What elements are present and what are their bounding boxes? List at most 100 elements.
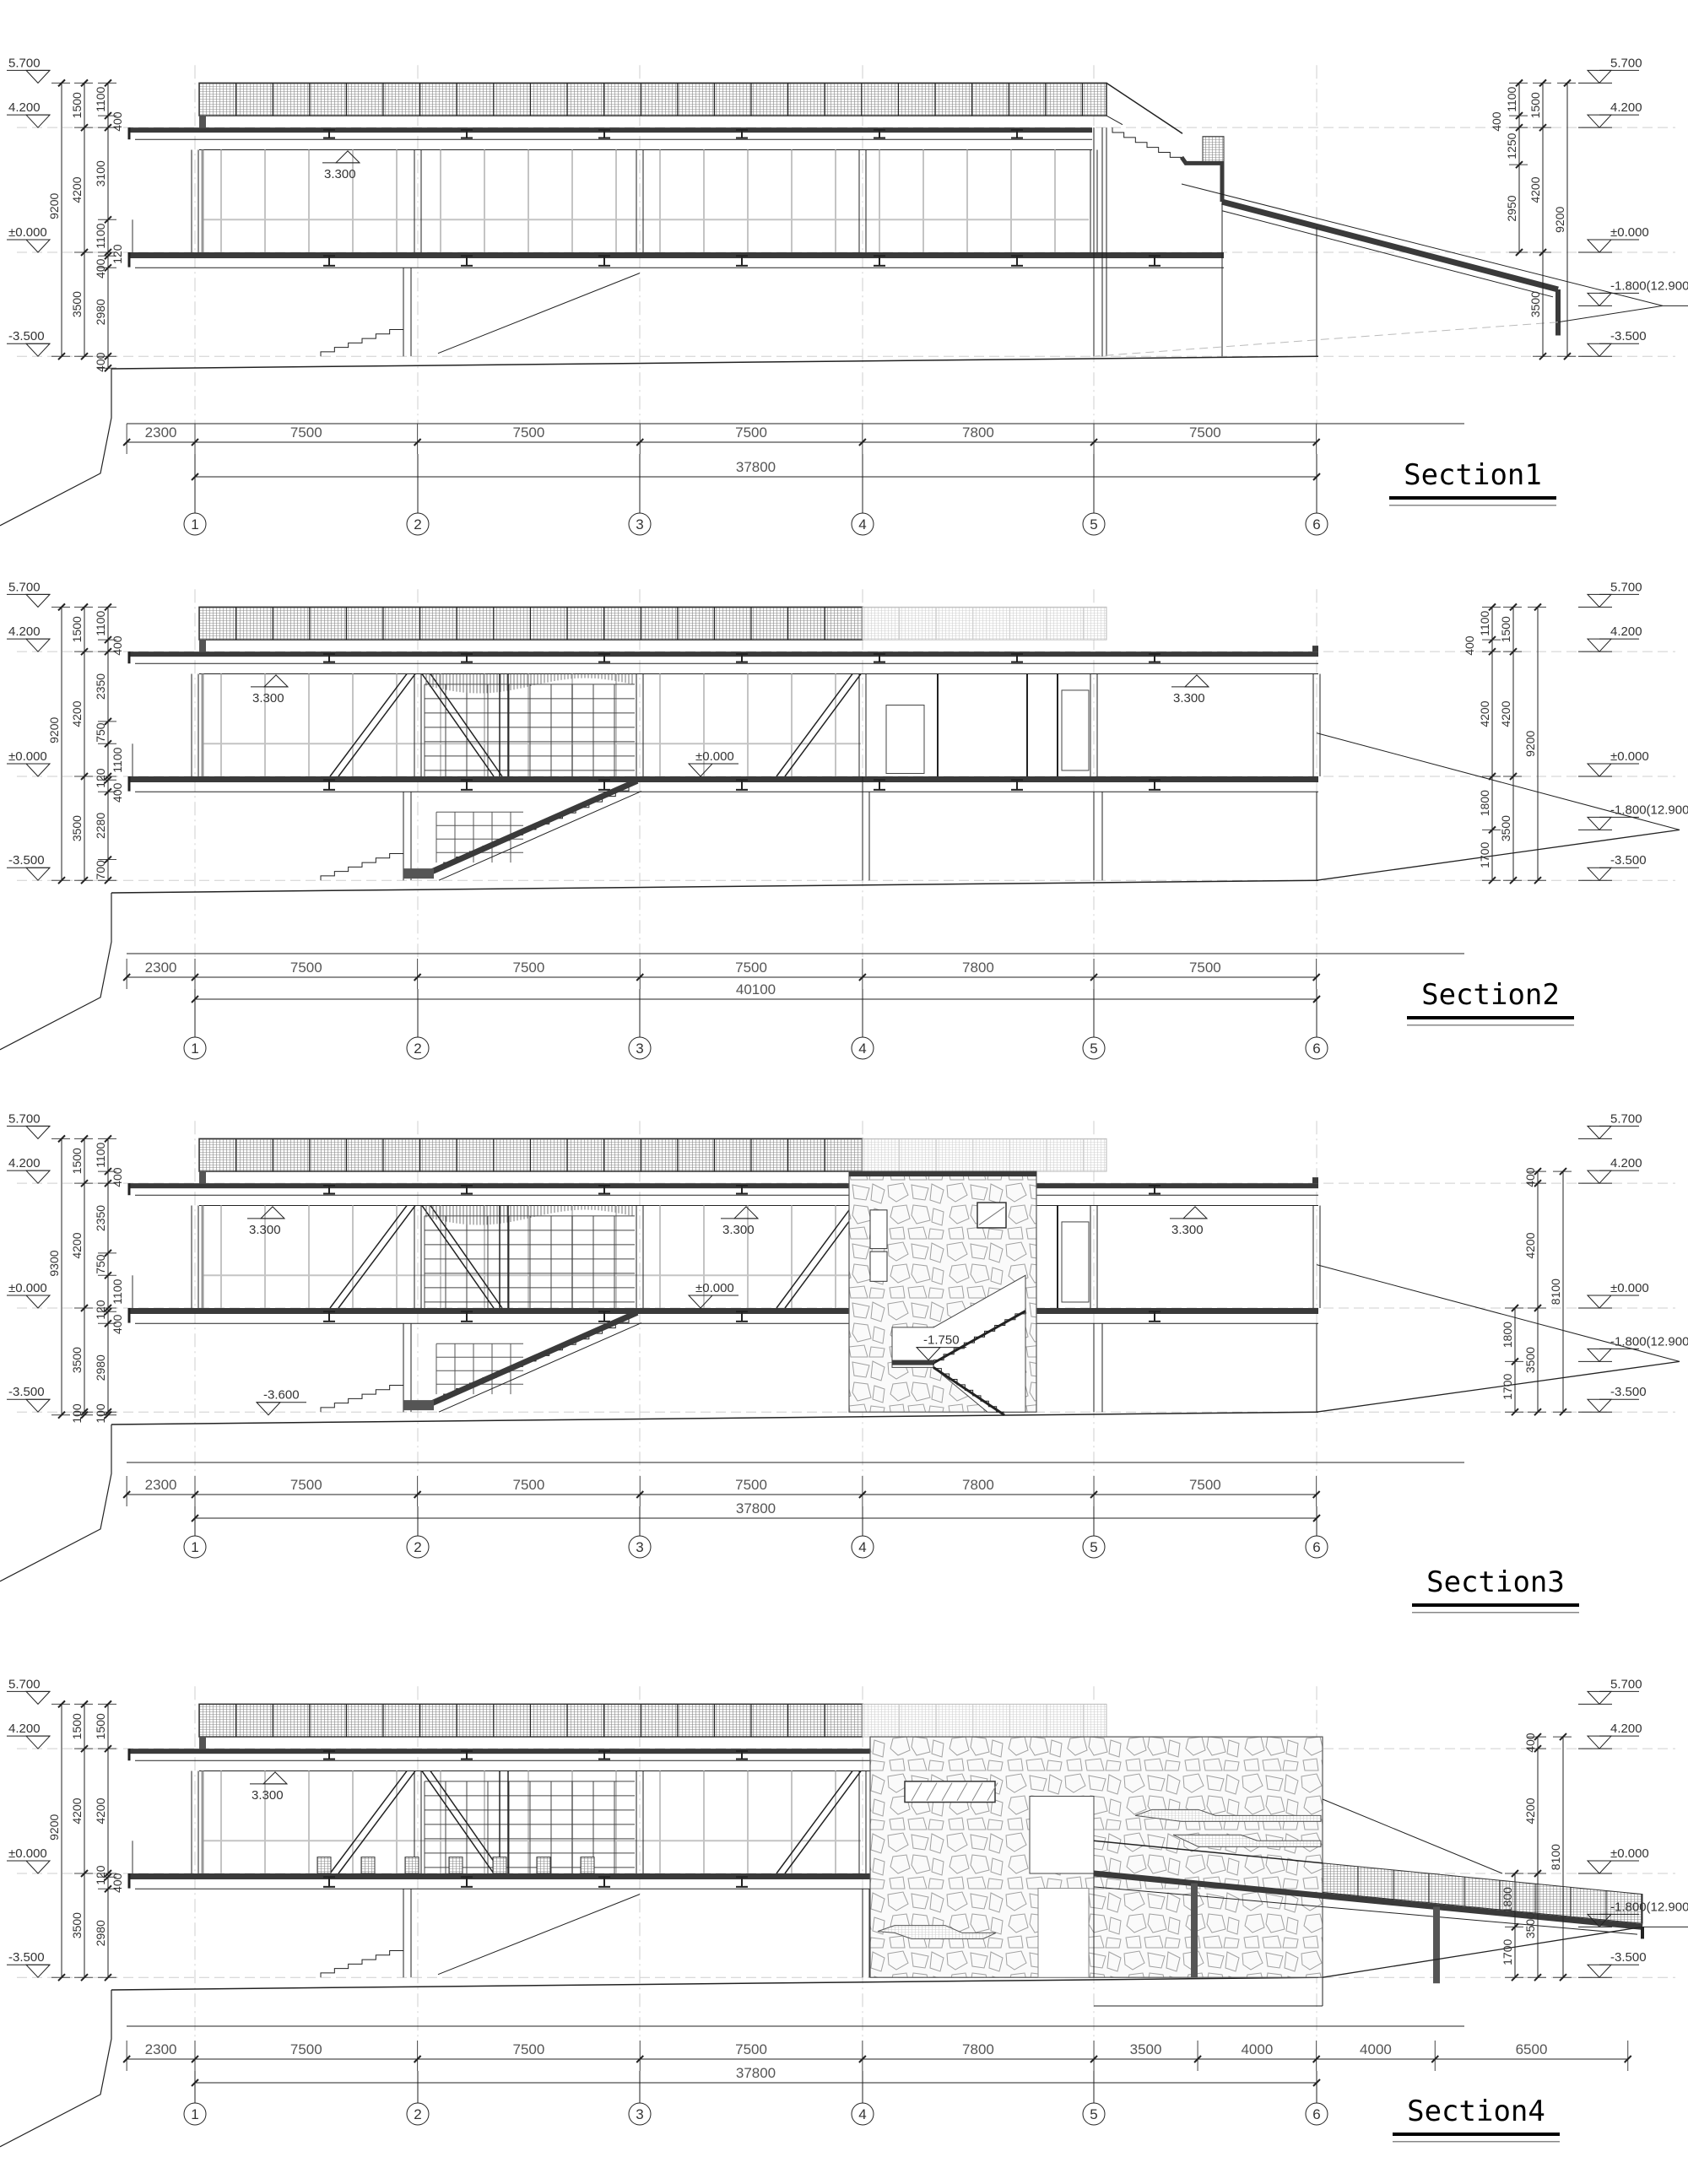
dimension-text: 1500 (70, 616, 84, 642)
dimension-text: 2980 (94, 1920, 107, 1946)
dimension-tick (858, 973, 867, 981)
stone-wall (869, 1736, 1323, 1978)
level-triangle-icon (24, 1860, 51, 1874)
dimension-text: 1500 (70, 1148, 84, 1174)
elevation-label: 5.700 (8, 580, 41, 594)
dimension-text: 4200 (1528, 176, 1542, 203)
level-triangle-icon (24, 867, 51, 881)
grid-axis-bubble: 1 (183, 454, 207, 536)
elevation-label: -3.500 (8, 329, 45, 343)
dimension-tick (104, 111, 112, 120)
i-beam (736, 1311, 748, 1322)
interior-level-label: 3.300 (324, 167, 356, 181)
display-stool (492, 1857, 507, 1874)
dimension-tick (1509, 603, 1518, 612)
dimension-text: 4200 (1499, 700, 1512, 727)
grid-axis-bubble: 5 (1082, 1506, 1106, 1559)
elevation-marker-left: -3.500 (7, 329, 51, 357)
i-beam (1149, 779, 1160, 791)
elevation-label: ±0.000 (1610, 749, 1649, 764)
dimension-text: 3500 (70, 1912, 84, 1938)
grid-axis-bubble: 4 (851, 454, 874, 536)
section-title-block: Section4 (1393, 2095, 1560, 2143)
dimension-tick (104, 364, 112, 372)
i-beam (598, 128, 610, 139)
elevation-marker-left: 4.200 (7, 100, 51, 128)
core-side-window (869, 1209, 888, 1250)
dimension-tick (80, 1134, 89, 1143)
dimension-text: 2980 (94, 299, 107, 325)
dimension-tick (80, 1700, 89, 1709)
i-beam (323, 652, 335, 663)
sight-line (437, 273, 641, 354)
i-beam (1149, 1311, 1160, 1322)
stair-underside (438, 1322, 642, 1413)
grid-axis-label: 3 (636, 1041, 643, 1057)
grid-axis-label: 2 (414, 516, 421, 532)
floor-slab (129, 1873, 1318, 1879)
dimension-tick (57, 1700, 66, 1709)
dimension-text: 400 (1490, 111, 1503, 132)
elevation-marker-left: ±0.000 (7, 749, 51, 777)
brace-edge (338, 673, 416, 777)
brace-edge (784, 673, 862, 777)
i-beam (323, 128, 335, 139)
grid-axis-label: 5 (1090, 516, 1097, 532)
grid-axis-label: 6 (1312, 2106, 1320, 2122)
dimension-tick (858, 1490, 867, 1499)
window-glass-hatch (987, 1782, 998, 1802)
elevation-marker-left: ±0.000 (7, 1281, 51, 1309)
dimension-tick (1509, 647, 1518, 656)
interior-stair (403, 778, 642, 881)
brace-edge (430, 1205, 503, 1309)
axis-circle-icon (1305, 1535, 1328, 1559)
grid-axis-bubble: 6 (1305, 989, 1328, 1060)
axis-circle-icon (1082, 512, 1106, 536)
title-underline-thin (1407, 1024, 1574, 1026)
dimension-tick (57, 352, 66, 360)
display-stool (580, 1857, 595, 1874)
i-beam (1011, 779, 1023, 791)
level-triangle-icon (1586, 1690, 1613, 1706)
elevation-marker-right: -3.500 (1578, 329, 1647, 357)
dimension-tick (104, 776, 112, 784)
roof-slab (129, 1183, 1318, 1189)
brace-edge (430, 673, 503, 777)
grid-axis-label: 4 (858, 2106, 866, 2122)
elevation-label: -3.500 (8, 853, 45, 868)
interior-level-label: ±0.000 (695, 1281, 734, 1295)
stone-walls (869, 1736, 1323, 1978)
level-triangle-icon (24, 638, 51, 652)
axis-circle-icon (183, 2102, 207, 2126)
dimension-tick (636, 1490, 644, 1499)
interior-level-label: 3.300 (1171, 1223, 1204, 1237)
dimension-text: 100 (94, 1403, 107, 1424)
dimension-tick (1488, 647, 1496, 656)
dimension-text: 7500 (1189, 1477, 1221, 1493)
dimension-tick (57, 603, 66, 612)
dimension-text: 1100 (1505, 86, 1518, 111)
curtain-hatch (425, 673, 633, 694)
elevation-label: -3.500 (1610, 853, 1647, 868)
dimension-tick (1624, 2055, 1632, 2063)
dimension-text: 400 (111, 1314, 124, 1334)
grid-axis-label: 2 (414, 1539, 421, 1555)
dimension-tick (104, 1304, 112, 1312)
interior-level-marker: ±0.000 (687, 749, 738, 777)
elevation-label: -3.500 (1610, 329, 1647, 343)
dimension-tick (1534, 1973, 1542, 1981)
dimension-tick (1534, 1304, 1542, 1312)
elevation-marker-right: 5.700 (1578, 1677, 1642, 1706)
dimension-tick (80, 772, 89, 781)
elevation-marker-right: 5.700 (1578, 56, 1642, 84)
wall-opening (1029, 1795, 1095, 1874)
dimension-text: 7500 (513, 960, 545, 976)
dimension-text: 9200 (1553, 206, 1566, 232)
display-stool (536, 1857, 551, 1874)
dimension-text: 3500 (1523, 1347, 1537, 1373)
dimension-tick (1534, 876, 1542, 884)
